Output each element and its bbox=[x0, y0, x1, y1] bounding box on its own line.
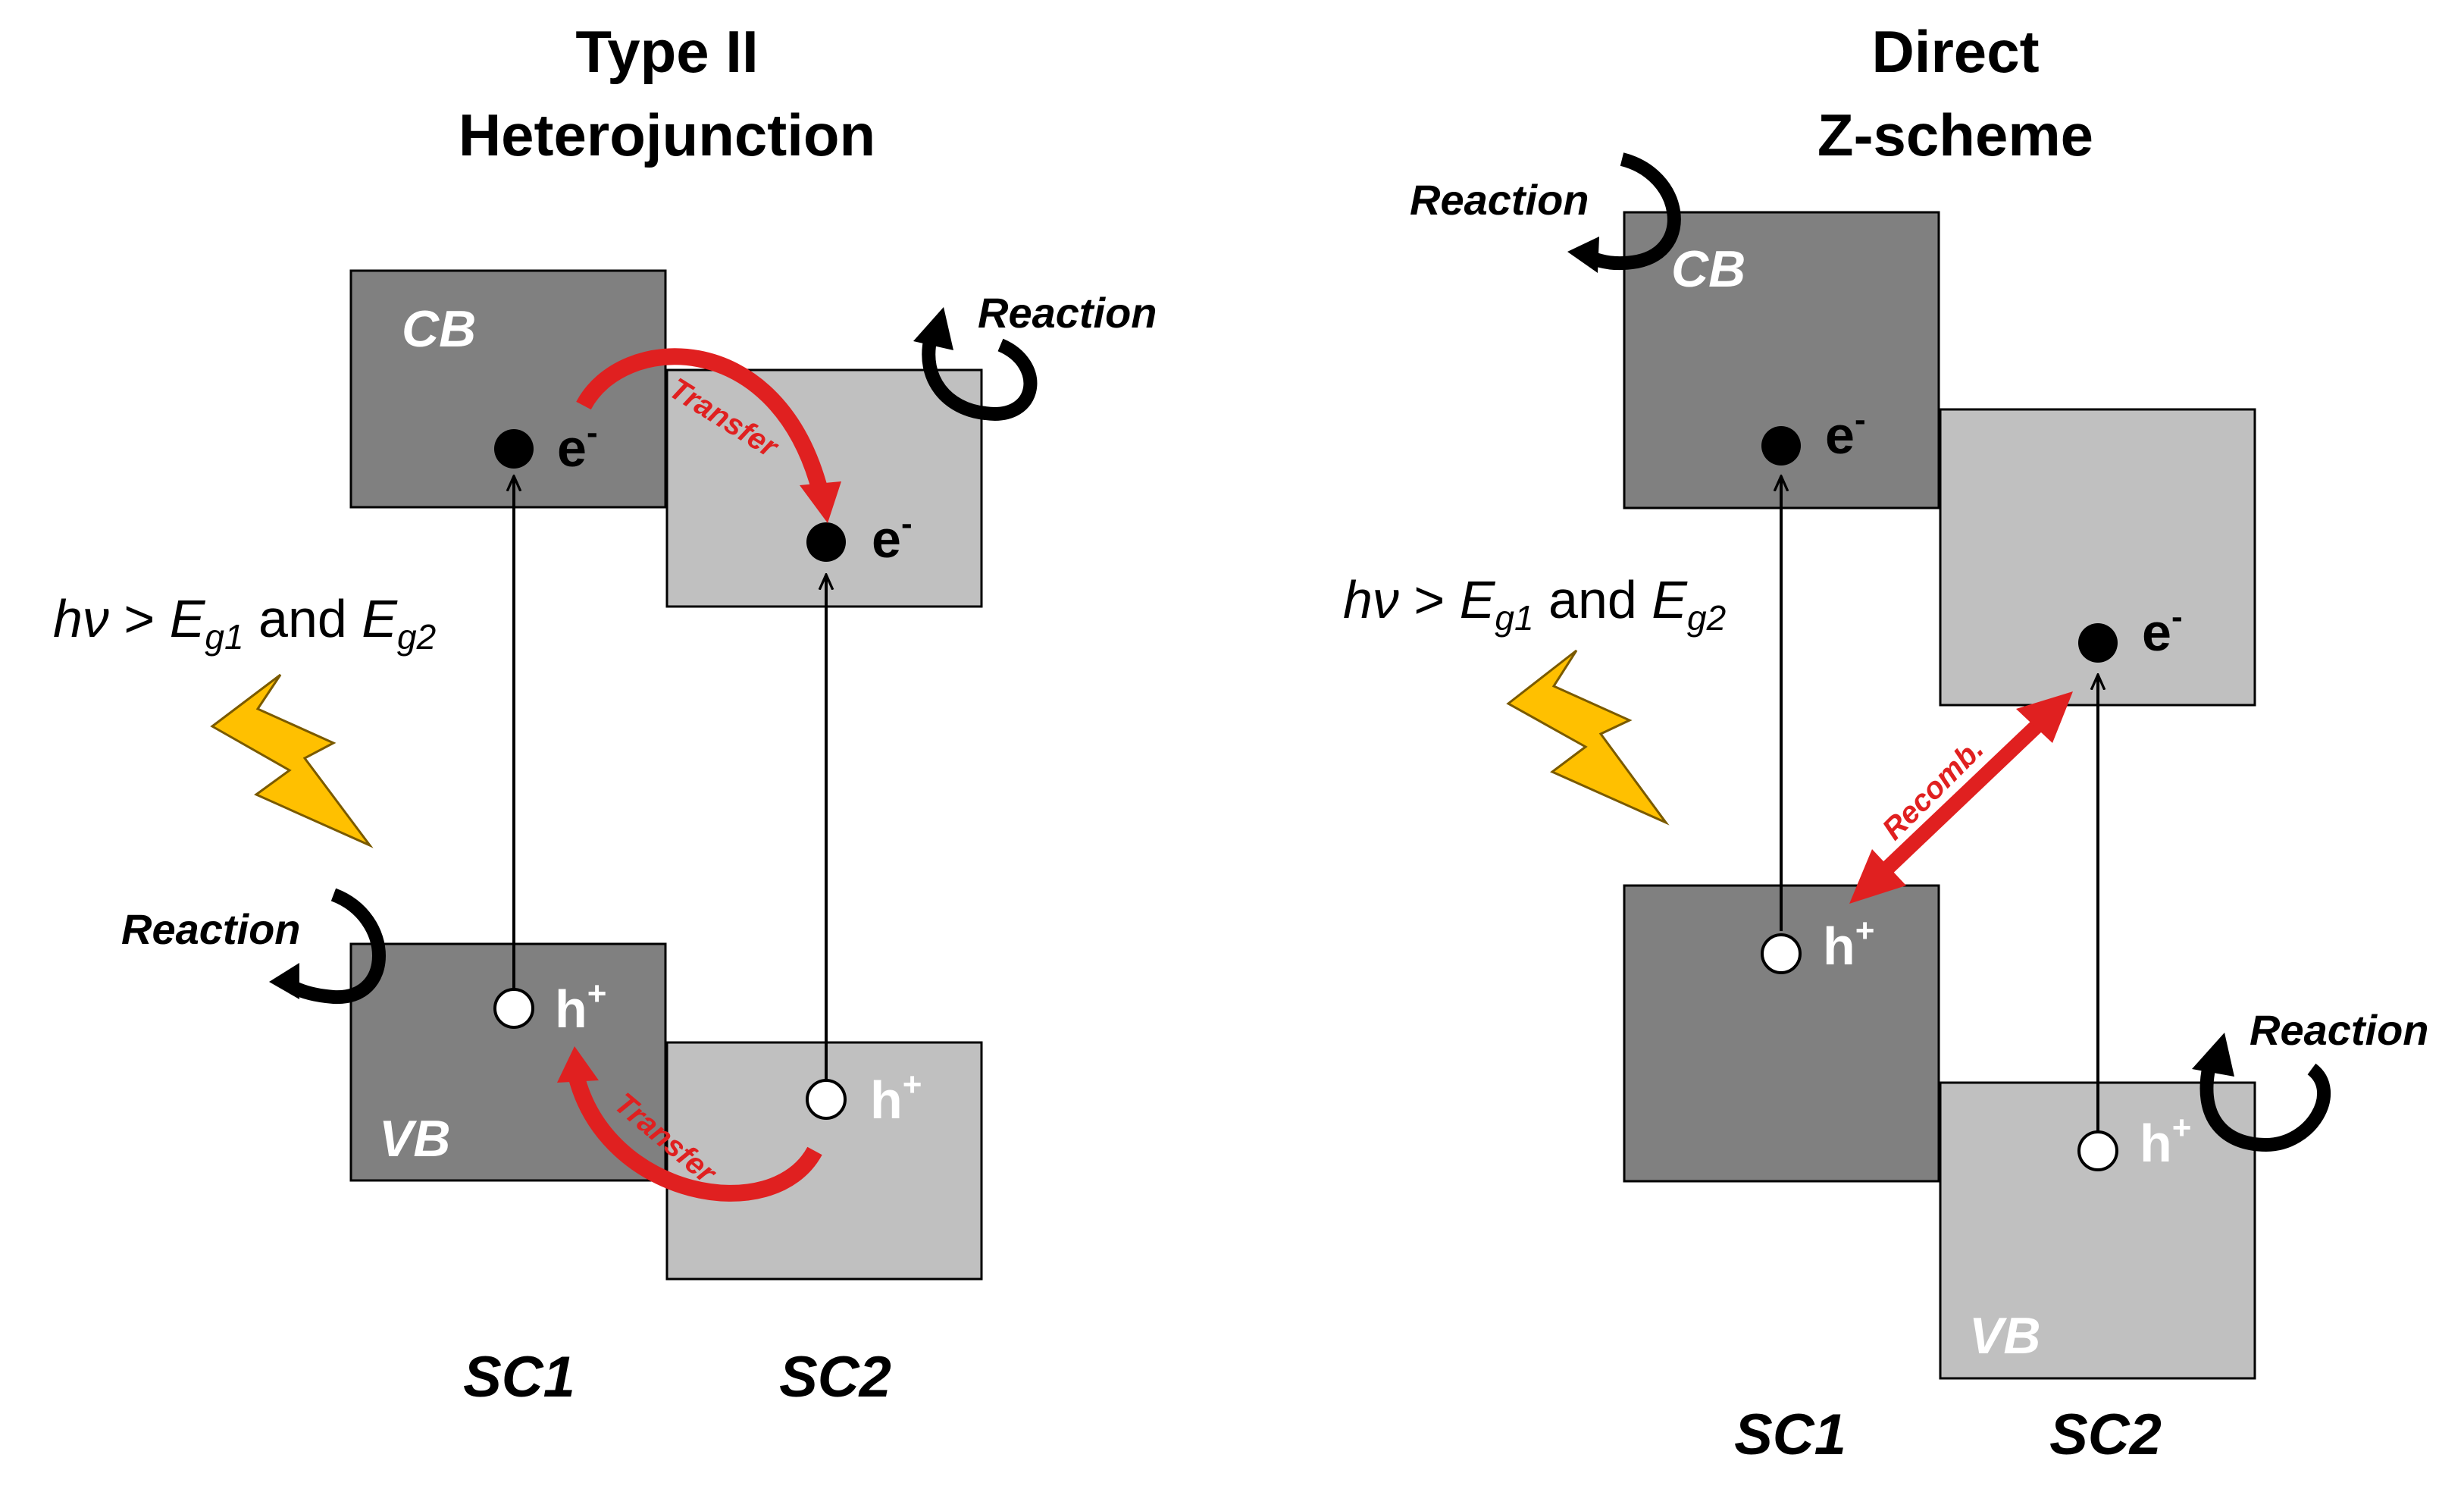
zscheme-sc1-hole-label: h+ bbox=[1823, 912, 1874, 976]
zscheme-reaction-label-top: Reaction bbox=[1410, 176, 1589, 224]
zscheme-sc2-hole-dot bbox=[2077, 1130, 2118, 1171]
zscheme-sc1-electron-dot bbox=[1761, 426, 1801, 466]
type2-sc1-label: SC1 bbox=[463, 1345, 575, 1409]
type2-vb-label: VB bbox=[379, 1110, 450, 1168]
type2-transfer-arrow-bottom bbox=[568, 1073, 822, 1202]
type2-sc1-hole-dot bbox=[493, 988, 534, 1029]
zscheme-recomb-arrowhead-left bbox=[1849, 849, 1906, 904]
type2-title-line1: Type II bbox=[575, 18, 758, 85]
type2-sc2-hole-dot bbox=[806, 1079, 847, 1120]
type2-reaction-label-top: Reaction bbox=[978, 289, 1157, 337]
zscheme-sc2-label: SC2 bbox=[2049, 1403, 2162, 1467]
zscheme-recomb-arrow bbox=[1878, 718, 2044, 878]
type2-reaction-curl-top bbox=[922, 335, 1038, 421]
zscheme-reaction-arrowhead-bottom bbox=[2192, 1033, 2234, 1077]
zscheme-title-line1: Direct bbox=[1871, 18, 2039, 85]
zscheme-vb-label: VB bbox=[1969, 1307, 2040, 1365]
zscheme-title-line2: Z-scheme bbox=[1817, 102, 2093, 168]
zscheme-sc1-hole-dot bbox=[1761, 933, 1802, 974]
type2-sc1-cb-band bbox=[349, 269, 667, 509]
type2-transfer-arrowhead-bottom bbox=[557, 1046, 599, 1083]
zscheme-recomb-arrowhead-right bbox=[2016, 691, 2073, 743]
type2-lightning-icon bbox=[210, 673, 374, 848]
type2-transfer-arrow-top bbox=[576, 348, 827, 488]
type2-title-line2: Heterojunction bbox=[459, 102, 875, 168]
zscheme-sc2-electron-dot bbox=[2078, 623, 2118, 663]
type2-sc1-electron-label: e- bbox=[557, 414, 598, 478]
type2-reaction-arrowhead-bottom bbox=[269, 963, 299, 999]
type2-sc2-electron-label: e- bbox=[872, 505, 913, 569]
panel-type2: Type II Heterojunction CB VB e- e- h+ h+… bbox=[53, 18, 1157, 1409]
type2-photon-label: hν > Eg1 and Eg2 bbox=[53, 589, 436, 657]
zscheme-sc1-electron-label: e- bbox=[1825, 401, 1866, 465]
type2-sc1-hole-label: h+ bbox=[555, 975, 606, 1039]
type2-transfer-arrowhead-top bbox=[800, 481, 841, 523]
zscheme-lightning-icon bbox=[1506, 649, 1670, 826]
type2-sc2-electron-dot bbox=[806, 522, 846, 562]
type2-cb-label: CB bbox=[402, 300, 476, 358]
panel-zscheme: Direct Z-scheme CB VB e- e- h+ h+ Recomb… bbox=[1343, 18, 2429, 1467]
type2-reaction-label-bottom: Reaction bbox=[121, 905, 301, 953]
zscheme-sc2-hole-label: h+ bbox=[2140, 1109, 2191, 1173]
zscheme-reaction-curl-bottom bbox=[2199, 1063, 2331, 1152]
zscheme-cb-label: CB bbox=[1671, 240, 1745, 298]
zscheme-sc1-label: SC1 bbox=[1734, 1403, 1846, 1467]
zscheme-reaction-arrowhead-top bbox=[1567, 237, 1599, 273]
zscheme-reaction-label-bottom: Reaction bbox=[2250, 1006, 2429, 1054]
type2-sc1-electron-dot bbox=[494, 429, 534, 469]
type2-sc2-hole-label: h+ bbox=[870, 1066, 922, 1130]
zscheme-sc2-electron-label: e- bbox=[2142, 598, 2183, 662]
type2-reaction-arrowhead-top bbox=[913, 307, 953, 350]
type2-sc2-label: SC2 bbox=[779, 1345, 891, 1409]
zscheme-photon-label: hν > Eg1 and Eg2 bbox=[1343, 570, 1726, 638]
